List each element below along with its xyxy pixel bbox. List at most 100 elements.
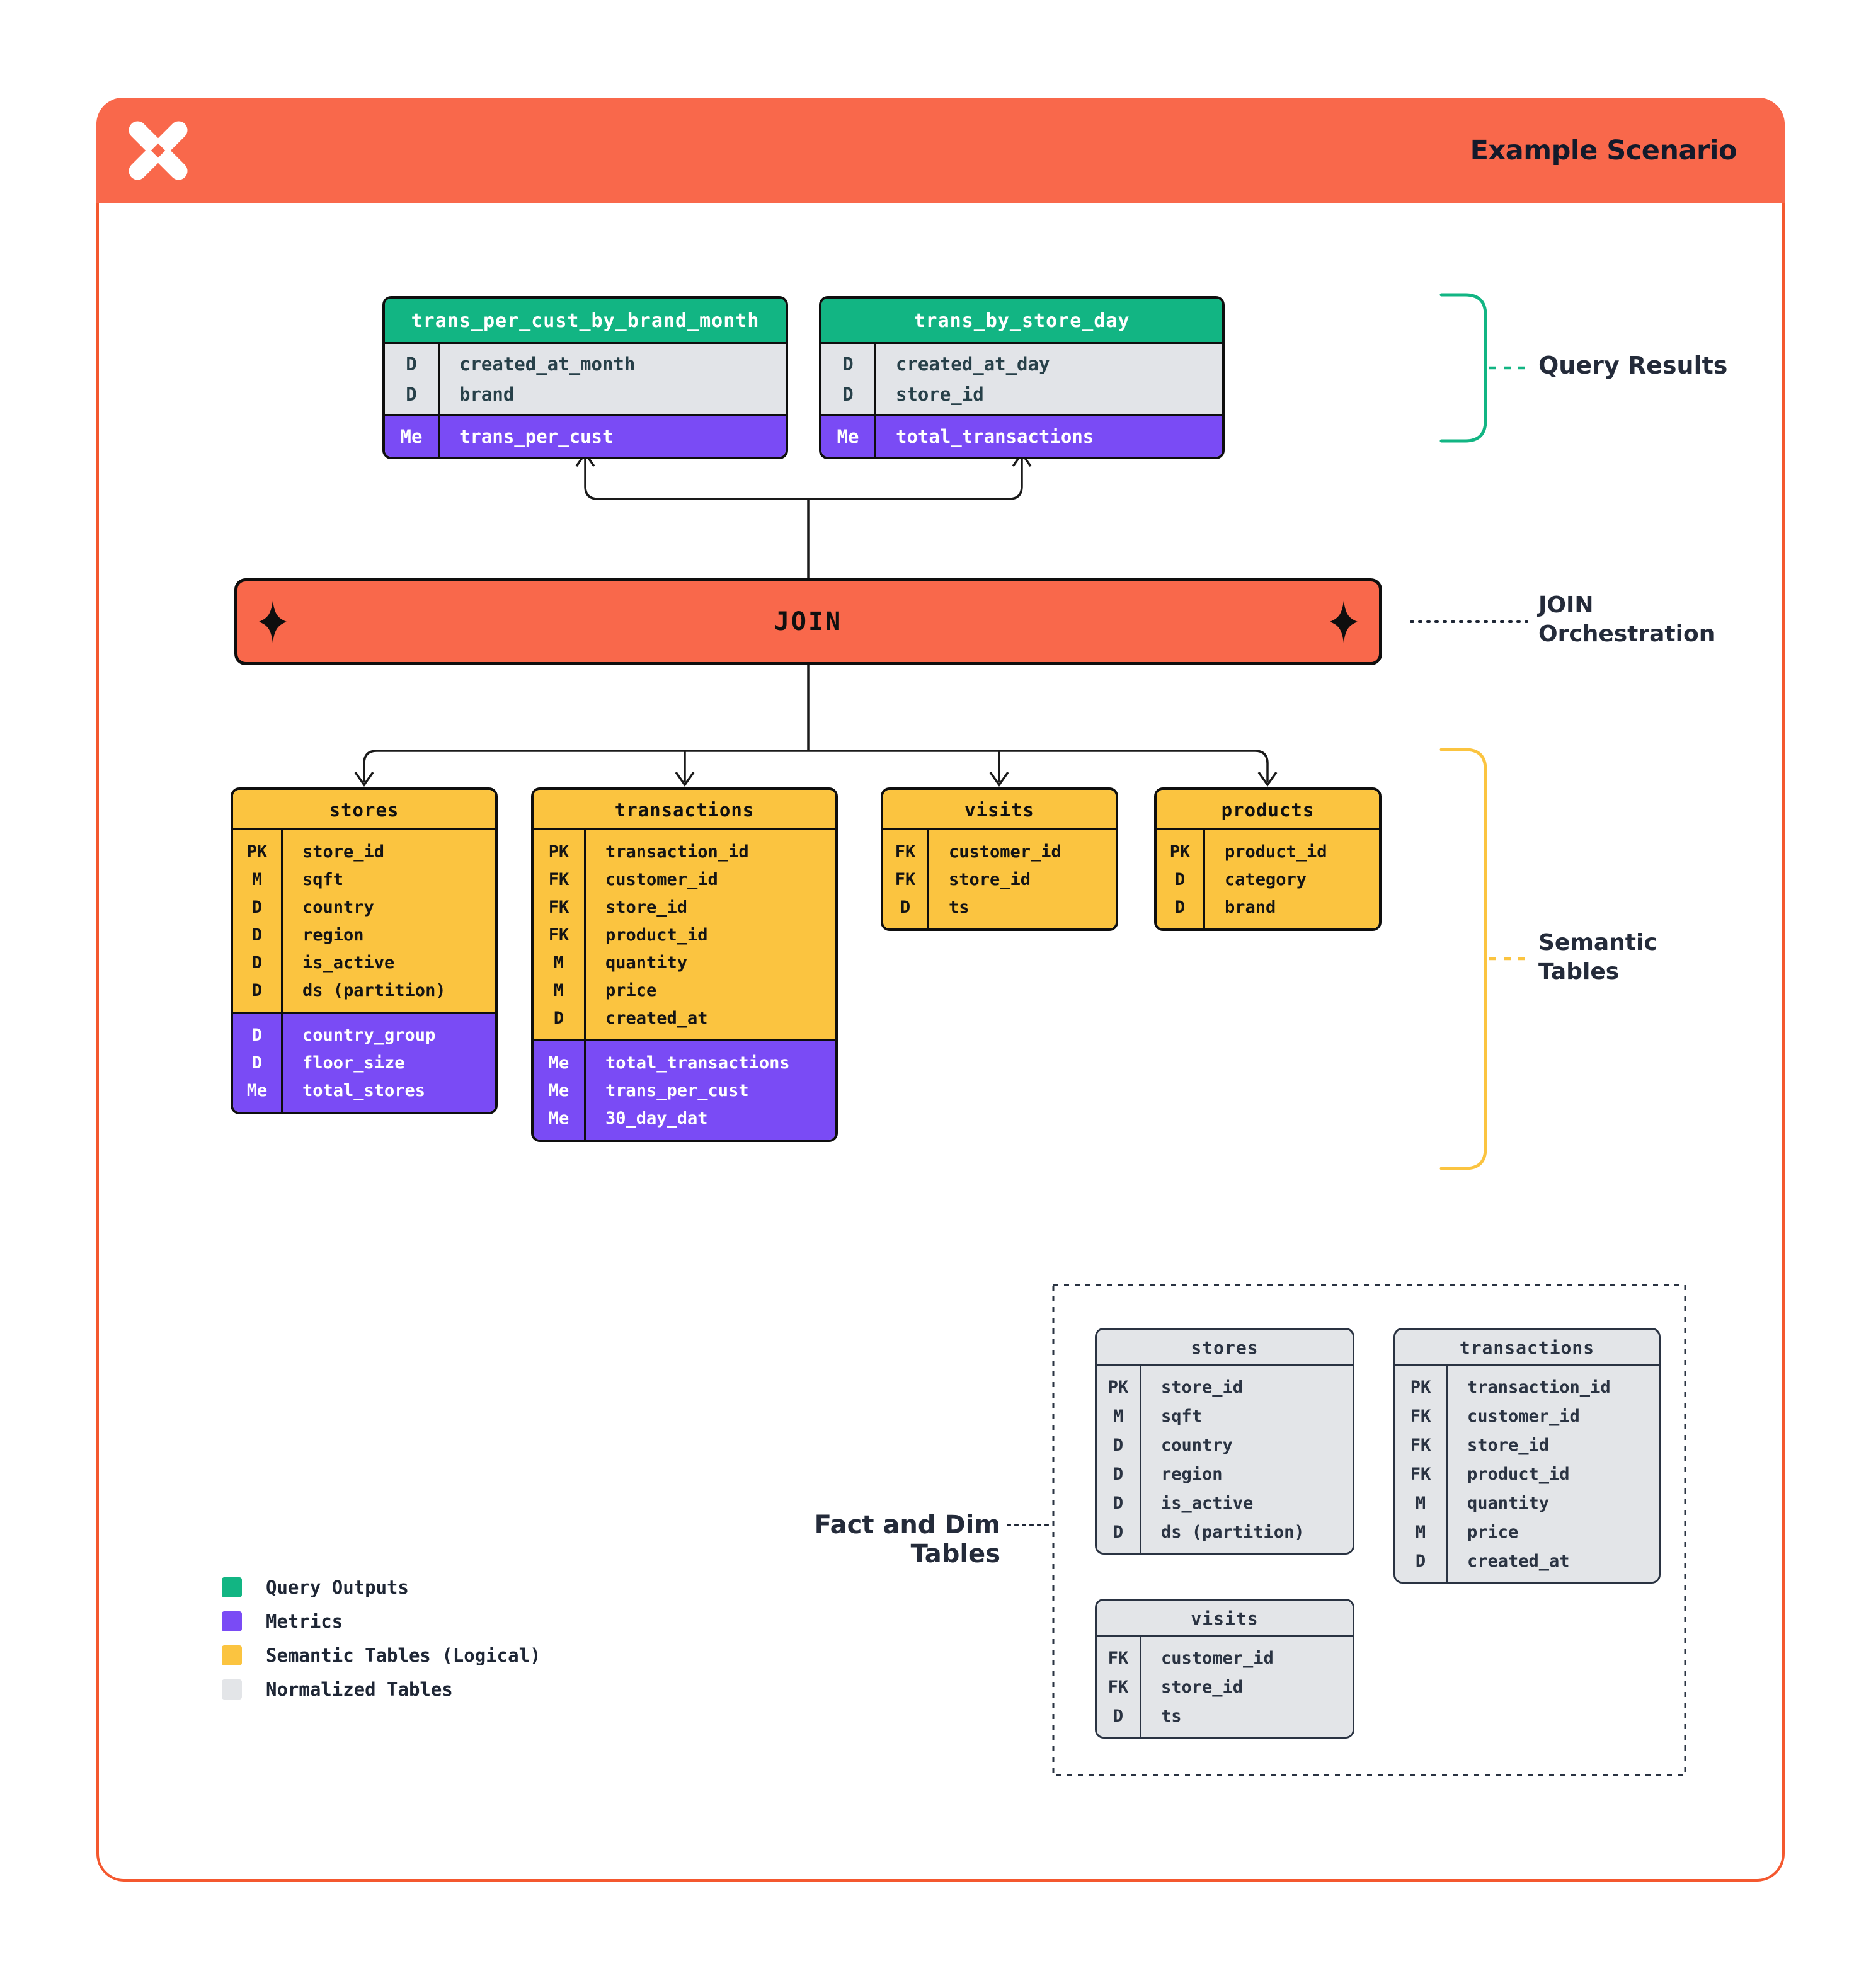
row-field-name: floor_size	[302, 1053, 405, 1073]
row-field-name: is_active	[1161, 1493, 1254, 1513]
legend-item: Query Outputs	[222, 1577, 541, 1598]
row-field-name: trans_per_cust	[459, 426, 614, 447]
table-title: stores	[1097, 1330, 1353, 1366]
table-title: trans_per_cust_by_brand_month	[385, 299, 786, 344]
row-field-name: created_at	[605, 1008, 708, 1028]
table-row: FK store_id	[883, 865, 1116, 893]
card-header: Example Scenario	[96, 98, 1785, 203]
table-title: transactions	[1395, 1330, 1659, 1366]
row-key-badge: Me	[548, 1053, 569, 1073]
table-title: visits	[1097, 1601, 1353, 1637]
row-field-name: ts	[1161, 1706, 1182, 1726]
table-title: trans_by_store_day	[821, 299, 1222, 344]
row-field-name: country_group	[302, 1025, 436, 1045]
row-key-badge: D	[553, 1008, 564, 1028]
row-key-badge: D	[900, 897, 911, 917]
row-field-name: product_id	[1225, 842, 1327, 862]
row-key-badge: D	[251, 925, 263, 945]
row-key-badge: PK	[1169, 842, 1191, 862]
row-field-name: price	[605, 980, 657, 1000]
legend-swatch	[222, 1577, 242, 1597]
row-key-badge: D	[406, 384, 417, 405]
legend-swatch	[222, 1645, 242, 1665]
row-key-badge: M	[1113, 1406, 1124, 1426]
join-bar: JOIN	[234, 578, 1382, 665]
row-key-badge: D	[1174, 869, 1186, 889]
row-key-badge: Me	[548, 1108, 569, 1128]
legend-swatch	[222, 1611, 242, 1631]
row-key-badge: FK	[1107, 1648, 1129, 1668]
query-results-label: Query Results	[1538, 351, 1728, 379]
table-row: PK store_id	[233, 838, 495, 865]
row-field-name: country	[1161, 1435, 1233, 1455]
row-field-name: store_id	[896, 384, 984, 405]
row-key-badge: FK	[895, 869, 916, 889]
semantic-tables-label: Semantic Tables	[1538, 930, 1657, 985]
row-key-badge: Me	[400, 426, 423, 447]
row-key-badge: PK	[1410, 1377, 1431, 1397]
row-field-name: store_id	[1161, 1377, 1244, 1397]
row-key-badge: D	[1113, 1522, 1124, 1542]
legend-swatch	[222, 1679, 242, 1700]
row-field-name: product_id	[1467, 1464, 1570, 1484]
table-section-metric: Me trans_per_cust	[385, 414, 786, 457]
row-key-badge: FK	[548, 925, 569, 945]
row-field-name: total_transactions	[896, 426, 1094, 447]
row-field-name: sqft	[1161, 1406, 1203, 1426]
row-field-name: sqft	[302, 869, 344, 889]
row-field-name: transaction_id	[1467, 1377, 1611, 1397]
row-field-name: brand	[1225, 897, 1276, 917]
row-field-name: store_id	[1467, 1435, 1550, 1455]
row-key-badge: D	[251, 897, 263, 917]
row-field-name: country	[302, 897, 374, 917]
row-key-badge: M	[553, 952, 564, 973]
row-key-badge: D	[406, 353, 417, 375]
row-field-name: region	[302, 925, 364, 945]
row-key-badge: PK	[246, 842, 268, 862]
row-field-name: store_id	[302, 842, 385, 862]
row-key-badge: Me	[837, 426, 859, 447]
sparkle-icon	[259, 600, 287, 643]
row-key-badge: FK	[1410, 1435, 1431, 1455]
legend-item: Normalized Tables	[222, 1679, 541, 1700]
row-field-name: store_id	[949, 869, 1031, 889]
row-field-name: created_at_month	[459, 353, 636, 375]
table-row: PK transaction_id	[1395, 1373, 1659, 1402]
row-key-badge: D	[1415, 1551, 1426, 1571]
row-key-badge: D	[842, 353, 854, 375]
row-key-badge: FK	[895, 842, 916, 862]
row-key-badge: M	[251, 869, 263, 889]
row-key-badge: D	[251, 952, 263, 973]
table-title: transactions	[534, 790, 835, 830]
row-field-name: quantity	[605, 952, 688, 973]
